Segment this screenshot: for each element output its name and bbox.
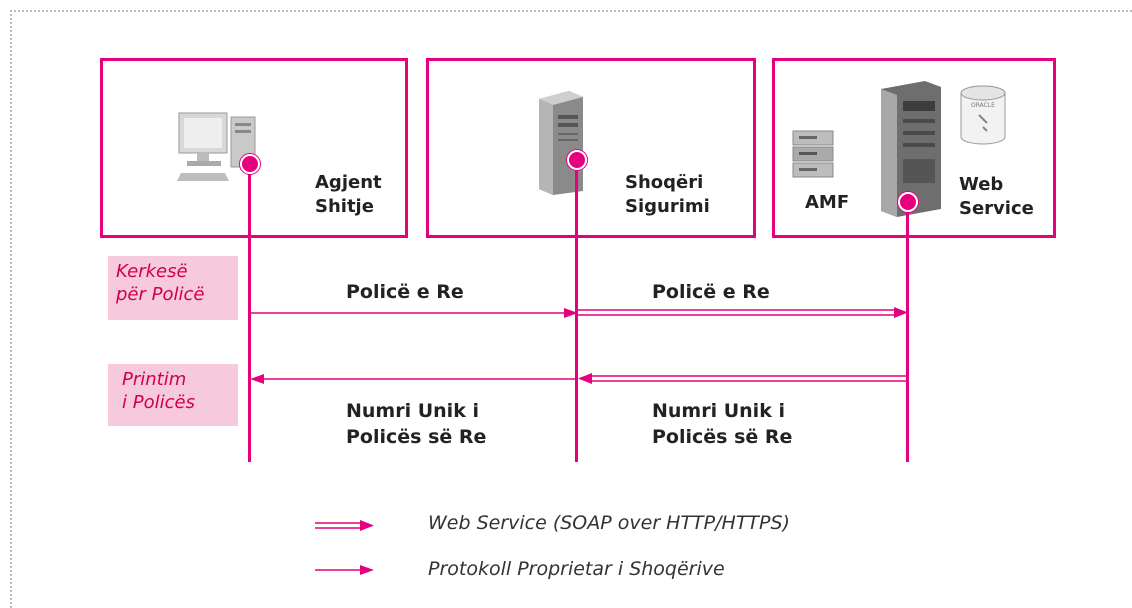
insurer-label-line1: Shoqëri: [625, 172, 704, 193]
msg-reply-1-line1: Numri Unik i: [346, 400, 479, 422]
msg-reply-2-line1: Numri Unik i: [652, 400, 785, 422]
request-note-line2: për Policë: [116, 284, 205, 305]
arrow-head-request-ws: [894, 307, 908, 318]
webservice-lifeline: [906, 200, 909, 462]
agent-lifeline: [248, 162, 251, 462]
desktop-computer-icon: [177, 112, 256, 181]
legend-single-arrow-head: [360, 565, 374, 575]
arrow-head-request-proprietary: [564, 308, 578, 318]
oracle-db-text: ORACLE: [971, 102, 995, 109]
dotted-frame-left: [10, 10, 12, 608]
legend-double-arrow-head: [360, 520, 374, 531]
msg-new-policy-2: Policë e Re: [652, 281, 770, 303]
insurer-lifeline: [575, 158, 578, 462]
insurer-label-line2: Sigurimi: [625, 196, 710, 217]
agent-connector-dot: [240, 154, 260, 174]
agent-label-line1: Agjent: [315, 172, 382, 193]
amf-label: AMF: [805, 192, 850, 213]
print-note-line2: i Policës: [122, 392, 195, 413]
arrow-head-reply-proprietary: [250, 374, 264, 384]
agent-box: Agjent Shitje: [100, 58, 408, 238]
agent-label-line2: Shitje: [315, 196, 374, 217]
insurer-connector-dot: [567, 150, 587, 170]
webservice-label-line1: Web: [959, 174, 1004, 195]
msg-reply-2-line2: Policës së Re: [652, 426, 793, 448]
webservice-label-line2: Service: [959, 198, 1034, 219]
print-note-line1: Printim: [122, 369, 187, 390]
amf-server-icon: [792, 130, 834, 178]
msg-new-policy-1: Policë e Re: [346, 281, 464, 303]
arrow-head-reply-ws: [578, 373, 592, 384]
request-note: Kerkesë për Policë: [108, 256, 238, 320]
webservice-connector-dot: [898, 192, 918, 212]
msg-reply-1-line2: Policës së Re: [346, 426, 487, 448]
legend-proprietary: Protokoll Proprietar i Shoqërive: [428, 558, 725, 580]
print-note: Printim i Policës: [108, 364, 238, 426]
legend-web-service: Web Service (SOAP over HTTP/HTTPS): [428, 512, 790, 534]
dotted-frame-top: [10, 10, 1132, 12]
rack-server-icon: [881, 81, 941, 217]
request-note-line1: Kerkesë: [116, 261, 188, 282]
oracle-database-icon: ORACLE: [960, 85, 1006, 145]
